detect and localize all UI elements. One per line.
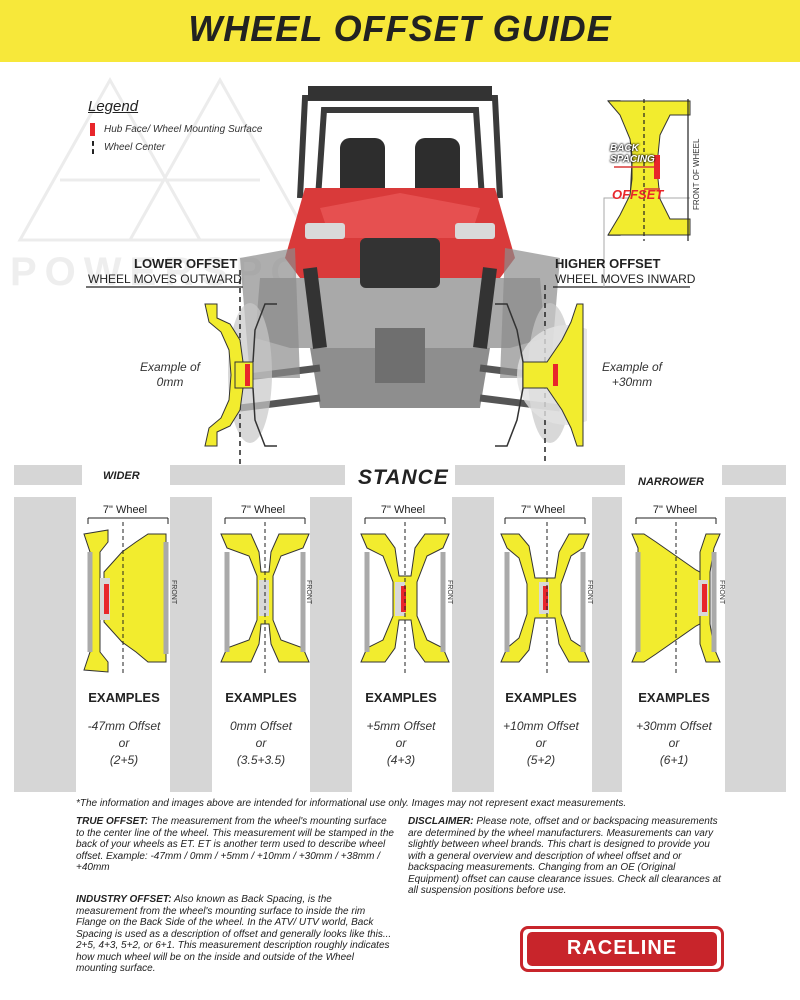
disclaimer-note: DISCLAIMER: Please note, offset and or b…	[408, 816, 728, 897]
column-bg-6	[725, 497, 786, 792]
disclaimer-body: Please note, offset and or backspacing m…	[408, 816, 721, 896]
large-wheel-30mm	[495, 303, 587, 447]
column-bg-4	[452, 497, 494, 792]
panel-2-spacing: (3.5+3.5)	[236, 753, 286, 767]
panel-3-spacing: (4+3)	[386, 753, 416, 767]
panel-5-examples-head: EXAMPLES	[638, 690, 710, 705]
higher-offset-subtitle: WHEEL MOVES INWARD	[555, 272, 696, 286]
stance-bar-mid-left	[170, 465, 345, 485]
panel-4-values: +10mm Offset or (5+2)	[489, 718, 593, 769]
legend-item-hub-face: Hub Face/ Wheel Mounting Surface	[104, 124, 263, 135]
panel-1-or: or	[118, 736, 130, 750]
stance-title: STANCE	[358, 466, 449, 489]
panel-3-or: or	[395, 736, 407, 750]
column-bg-5	[592, 497, 622, 792]
lower-example-line2: 0mm	[156, 375, 184, 389]
utv-vehicle-illustration	[228, 86, 572, 443]
panel-5-wheel-diagram	[631, 517, 721, 674]
higher-example-line1: Example of	[601, 360, 663, 374]
legend-title: Legend	[88, 98, 139, 115]
panel-4-wheel-width: 7" Wheel	[520, 504, 566, 516]
info-note: *The information and images above are in…	[76, 798, 627, 809]
panel-2-values: 0mm Offset or (3.5+3.5)	[209, 718, 313, 769]
panel-5-spacing: (6+1)	[659, 753, 689, 767]
higher-example-line2: +30mm	[611, 375, 653, 389]
panel-1-offset: -47mm Offset	[87, 719, 161, 733]
stance-bar-left	[14, 465, 82, 485]
page-title: WHEEL OFFSET GUIDE	[188, 8, 612, 49]
inset-front-of-wheel-label: FRONT OF WHEEL	[692, 138, 701, 210]
inset-back-spacing-label: BACK SPACING	[610, 143, 655, 165]
stance-bar-right	[722, 465, 786, 485]
industry-offset-note: INDUSTRY OFFSET: Also known as Back Spac…	[76, 894, 394, 975]
panel-1-wheel-width: 7" Wheel	[102, 504, 148, 516]
true-offset-note: TRUE OFFSET: The measurement from the wh…	[76, 816, 394, 874]
lower-offset-title: LOWER OFFSET	[134, 256, 238, 271]
panel-3-wheel-diagram	[360, 517, 450, 674]
higher-example-label: Example of +30mm	[587, 360, 677, 390]
panel-2-examples-head: EXAMPLES	[225, 690, 297, 705]
lower-example-line1: Example of	[139, 360, 201, 374]
panel-2-wheel-width: 7" Wheel	[240, 504, 286, 516]
stance-narrower: NARROWER	[638, 476, 704, 488]
panel-3-values: +5mm Offset or (4+3)	[349, 718, 453, 769]
inset-wheel-diagram	[606, 99, 691, 241]
true-offset-title: TRUE OFFSET:	[76, 816, 149, 827]
panel-4-wheel-diagram	[500, 517, 590, 674]
true-offset-body: The measurement from the wheel's mountin…	[76, 816, 394, 873]
lower-offset-subtitle: WHEEL MOVES OUTWARD	[88, 272, 242, 286]
title-banner	[0, 0, 800, 62]
panel-3-front-label: FRONT	[446, 580, 453, 605]
callout-lines	[86, 197, 690, 465]
panel-1-values: -47mm Offset or (2+5)	[72, 718, 176, 769]
panel-4-offset: +10mm Offset	[503, 719, 579, 733]
industry-offset-title: INDUSTRY OFFSET:	[76, 894, 172, 905]
panel-5-wheel-width: 7" Wheel	[652, 504, 698, 516]
panel-1-front-label: FRONT	[170, 580, 177, 605]
column-bg-1	[14, 497, 76, 792]
panel-4-front-label: FRONT	[586, 580, 593, 605]
wheel-center-swatch	[92, 141, 94, 154]
panel-3-offset: +5mm Offset	[366, 719, 436, 733]
column-bg-3	[310, 497, 352, 792]
column-bg-2	[170, 497, 212, 792]
panel-4-or: or	[535, 736, 547, 750]
panel-5-values: +30mm Offset or (6+1)	[622, 718, 726, 769]
large-wheel-0mm	[204, 303, 277, 447]
panel-1-spacing: (2+5)	[109, 753, 139, 767]
panel-3-wheel-width: 7" Wheel	[380, 504, 426, 516]
raceline-logo-fill	[527, 932, 717, 966]
panel-2-front-label: FRONT	[305, 580, 312, 605]
panel-2-wheel-diagram	[220, 517, 310, 674]
raceline-logo: RACELINE	[566, 937, 678, 959]
panel-2-offset: 0mm Offset	[229, 719, 292, 733]
panel-5-front-label: FRONT	[718, 580, 725, 605]
panel-4-examples-head: EXAMPLES	[505, 690, 577, 705]
hub-face-swatch	[90, 123, 95, 136]
inset-offset-label: OFFSET	[612, 187, 664, 202]
stance-wider: WIDER	[103, 470, 140, 482]
stance-bar-mid-right	[455, 465, 625, 485]
panel-1-examples-head: EXAMPLES	[88, 690, 160, 705]
panel-4-spacing: (5+2)	[526, 753, 556, 767]
legend-item-wheel-center: Wheel Center	[104, 142, 166, 153]
industry-offset-body: Also known as Back Spacing, is the measu…	[76, 894, 392, 974]
lower-example-label: Example of 0mm	[125, 360, 215, 390]
higher-offset-title: HIGHER OFFSET	[555, 256, 661, 271]
panel-1-wheel-diagram	[83, 517, 169, 674]
panel-5-offset: +30mm Offset	[636, 719, 712, 733]
panel-2-or: or	[255, 736, 267, 750]
disclaimer-title: DISCLAIMER:	[408, 816, 474, 827]
panel-5-or: or	[668, 736, 680, 750]
panel-3-examples-head: EXAMPLES	[365, 690, 437, 705]
